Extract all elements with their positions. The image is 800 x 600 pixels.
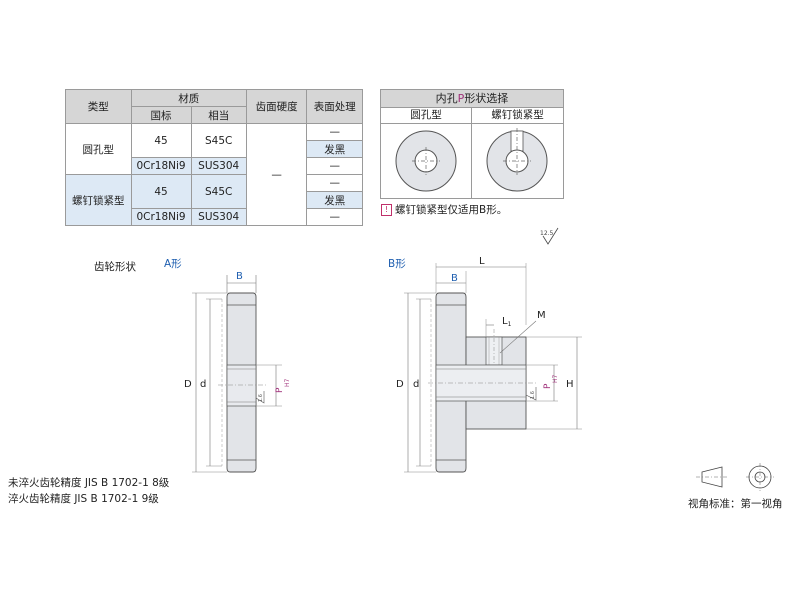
screw-lock-gear-figure <box>486 128 548 192</box>
cell-material-std: 0Cr18Ni9 <box>130 157 192 175</box>
roughness-symbol-icon: 12.5 <box>540 227 559 245</box>
col-header-material: 材质 <box>130 89 247 107</box>
dim-d-outer-label: D <box>184 379 192 390</box>
warning-icon: ! <box>381 204 392 216</box>
col-header-material-std: 国标 <box>130 106 192 124</box>
cell-surface: — <box>306 123 363 141</box>
col-header-surface: 表面处理 <box>306 89 363 124</box>
cell-material-equiv: S45C <box>190 174 247 209</box>
dim-l1-label: L1 <box>502 316 512 328</box>
dim-d-outer-label: D <box>396 379 404 390</box>
roughness-b-value: 1.6 <box>530 391 536 399</box>
col-header-type: 类型 <box>65 89 132 124</box>
cell-type: 螺钉锁紧型 <box>65 174 132 226</box>
shape-b-label: B形 <box>388 258 406 270</box>
cell-material-equiv: SUS304 <box>190 208 247 226</box>
cell-type: 圆孔型 <box>65 123 132 175</box>
cell-surface: 发黑 <box>306 191 363 209</box>
col-header-hardness: 齿面硬度 <box>245 89 308 124</box>
dim-m-label: M <box>537 310 546 321</box>
dim-p-label: P <box>543 383 553 389</box>
hole-panel-title: 内孔P形状选择 <box>381 90 563 108</box>
col-header-material-equiv: 相当 <box>190 106 247 124</box>
cell-material-std: 0Cr18Ni9 <box>130 208 192 226</box>
precision-line-2: 淬火齿轮精度 JIS B 1702-1 9级 <box>8 493 159 505</box>
dim-l-label: L <box>479 256 485 267</box>
hole-note: !螺钉锁紧型仅适用B形。 <box>381 202 507 217</box>
cell-surface: — <box>306 157 363 175</box>
shape-a-label: A形 <box>164 258 182 270</box>
gear-b-drawing: L B L1 M H P H7 1.6 D d <box>396 256 582 473</box>
spec-table: 类型 材质 齿面硬度 表面处理 国标 相当 圆孔型 45 S45C — — 发黑… <box>65 89 363 226</box>
dim-p-label: P <box>275 387 285 393</box>
dim-h7-label: H7 <box>552 374 559 383</box>
dim-b-label: B <box>451 273 458 284</box>
dim-d-pitch-label: d <box>200 379 206 390</box>
dim-h-label: H <box>566 379 574 390</box>
gear-a-drawing: B D d P H7 1.6 <box>184 271 291 473</box>
round-hole-gear-figure <box>395 130 457 192</box>
cell-surface: 发黑 <box>306 140 363 158</box>
hole-shape-figures <box>395 128 548 192</box>
cell-material-std: 45 <box>130 174 192 209</box>
dim-d-pitch-label: d <box>413 379 419 390</box>
cell-material-std: 45 <box>130 123 192 158</box>
first-angle-projection-icon <box>696 463 774 491</box>
dim-b-label: B <box>236 271 243 282</box>
view-standard-label: 视角标准：第一视角 <box>688 498 783 510</box>
dim-h7-label: H7 <box>284 378 291 387</box>
gear-shape-title: 齿轮形状 <box>94 261 136 273</box>
cell-surface: — <box>306 208 363 226</box>
hole-screw-label: 螺钉锁紧型 <box>472 108 563 124</box>
cell-hardness: — <box>245 123 308 226</box>
precision-line-1: 未淬火齿轮精度 JIS B 1702-1 8级 <box>8 477 170 489</box>
cell-material-equiv: SUS304 <box>190 157 247 175</box>
hole-shape-panel: 内孔P形状选择 圆孔型 螺钉锁紧型 <box>380 89 564 199</box>
cell-material-equiv: S45C <box>190 123 247 158</box>
cell-surface: — <box>306 174 363 192</box>
hole-round-label: 圆孔型 <box>381 108 472 124</box>
roughness-top-value: 12.5 <box>540 230 554 237</box>
roughness-a-value: 1.6 <box>258 394 264 402</box>
